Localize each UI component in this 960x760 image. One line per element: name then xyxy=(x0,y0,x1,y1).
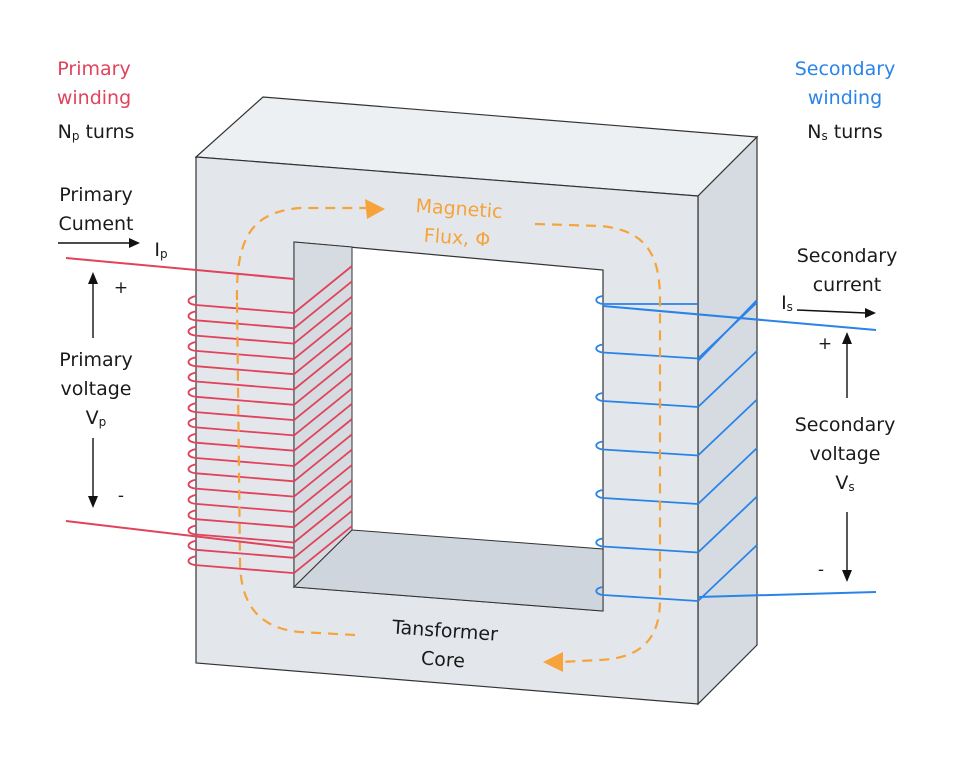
secondary-winding-wrap xyxy=(697,299,758,362)
secondary-voltage-arrowhead-up xyxy=(842,332,852,344)
secondary-winding-turn xyxy=(595,392,699,408)
primary-top-lead xyxy=(65,257,295,280)
flux-arrow-top xyxy=(365,199,385,219)
transformer-core-label: Tansformer Core xyxy=(391,616,499,673)
primary-winding-turn xyxy=(187,539,295,559)
primary-winding-wrap xyxy=(293,357,353,406)
primary-winding-wrap xyxy=(293,464,353,513)
primary-winding-wrap xyxy=(293,510,353,559)
primary-winding-turn xyxy=(187,494,295,513)
secondary-bottom-lead xyxy=(697,591,877,598)
primary-winding-wrap xyxy=(293,326,353,375)
primary-minus-sign: - xyxy=(117,486,125,506)
secondary-winding-turn xyxy=(595,537,699,554)
primary-voltage-arrowhead-up xyxy=(88,272,98,284)
primary-plus-sign: + xyxy=(113,278,129,298)
flux-path-right xyxy=(534,222,662,664)
primary-winding-wrap xyxy=(293,433,353,482)
core-window-bottom-depth xyxy=(292,529,604,612)
primary-winding-wrap xyxy=(293,525,353,574)
secondary-minus-sign: - xyxy=(817,560,825,580)
primary-winding-turn xyxy=(187,432,295,452)
primary-winding-turn xyxy=(187,478,295,498)
primary-winding-turn xyxy=(187,509,295,529)
primary-winding-wrap xyxy=(293,448,353,498)
secondary-winding-wrap xyxy=(697,447,758,505)
primary-voltage-label: Primary voltage Vp xyxy=(59,349,133,429)
secondary-top-lead xyxy=(602,305,877,331)
primary-winding-turn xyxy=(187,356,295,376)
secondary-winding-wrap xyxy=(697,495,758,554)
primary-winding-wrap xyxy=(293,418,353,467)
primary-winding-turn xyxy=(187,402,295,421)
secondary-current-arrow xyxy=(796,309,867,314)
primary-coil xyxy=(187,265,353,574)
primary-winding-wrap xyxy=(293,341,353,391)
secondary-coil xyxy=(595,295,758,602)
primary-winding-wrap xyxy=(293,403,353,452)
primary-winding-wrap xyxy=(293,265,353,314)
secondary-voltage-arrowhead-down xyxy=(842,570,852,582)
primary-winding-turn xyxy=(187,386,295,406)
secondary-winding-wrap xyxy=(697,398,758,457)
secondary-winding-turn xyxy=(595,343,699,360)
primary-winding-turn xyxy=(187,371,295,391)
primary-winding-turn xyxy=(187,295,295,314)
primary-winding-turn xyxy=(187,310,295,330)
primary-winding-wrap xyxy=(293,372,353,421)
primary-bottom-lead xyxy=(65,520,295,549)
secondary-plus-sign: + xyxy=(817,334,833,354)
primary-winding-turn xyxy=(187,463,295,483)
primary-winding-turn xyxy=(187,341,295,360)
secondary-winding-wrap xyxy=(697,544,758,602)
primary-current-arrowhead xyxy=(129,238,140,248)
primary-winding-wrap xyxy=(293,479,353,528)
secondary-turns-label: Ns turns xyxy=(807,121,883,143)
secondary-winding-wrap xyxy=(697,350,758,408)
secondary-voltage-label: Secondary voltage Vs xyxy=(794,414,896,494)
core-side-face xyxy=(697,135,758,706)
secondary-winding-title: Secondary winding xyxy=(794,58,896,109)
primary-winding-wrap xyxy=(293,311,353,360)
primary-winding-title: Primary winding xyxy=(56,58,132,109)
secondary-current-label: Secondary current xyxy=(796,245,898,296)
primary-winding-turn xyxy=(187,555,295,574)
primary-winding-turn xyxy=(187,325,295,345)
primary-winding-turn xyxy=(187,448,295,467)
primary-winding-wrap xyxy=(293,280,353,329)
secondary-winding-turn xyxy=(595,586,699,602)
magnetic-flux-label: Magnetic Flux, Φ xyxy=(414,195,504,252)
secondary-winding-turn xyxy=(595,295,698,305)
primary-current-label: Primary Cument xyxy=(58,184,134,235)
primary-winding-turn xyxy=(187,524,295,544)
flux-arrow-bottom xyxy=(543,652,563,672)
secondary-current-arrowhead xyxy=(865,308,876,318)
primary-voltage-arrowhead-down xyxy=(88,496,98,508)
secondary-current-symbol: Is xyxy=(781,292,793,314)
primary-winding-wrap xyxy=(293,494,353,544)
secondary-winding-turn xyxy=(595,440,699,457)
primary-winding-turn xyxy=(187,417,295,437)
flux-path xyxy=(235,206,372,301)
primary-turns-label: Np turns xyxy=(57,121,135,143)
primary-winding-wrap xyxy=(293,295,353,345)
flux-path-bottom-left xyxy=(235,299,356,637)
primary-current-symbol: Ip xyxy=(154,239,168,261)
primary-winding-wrap xyxy=(293,387,353,437)
secondary-winding-turn xyxy=(595,489,699,505)
